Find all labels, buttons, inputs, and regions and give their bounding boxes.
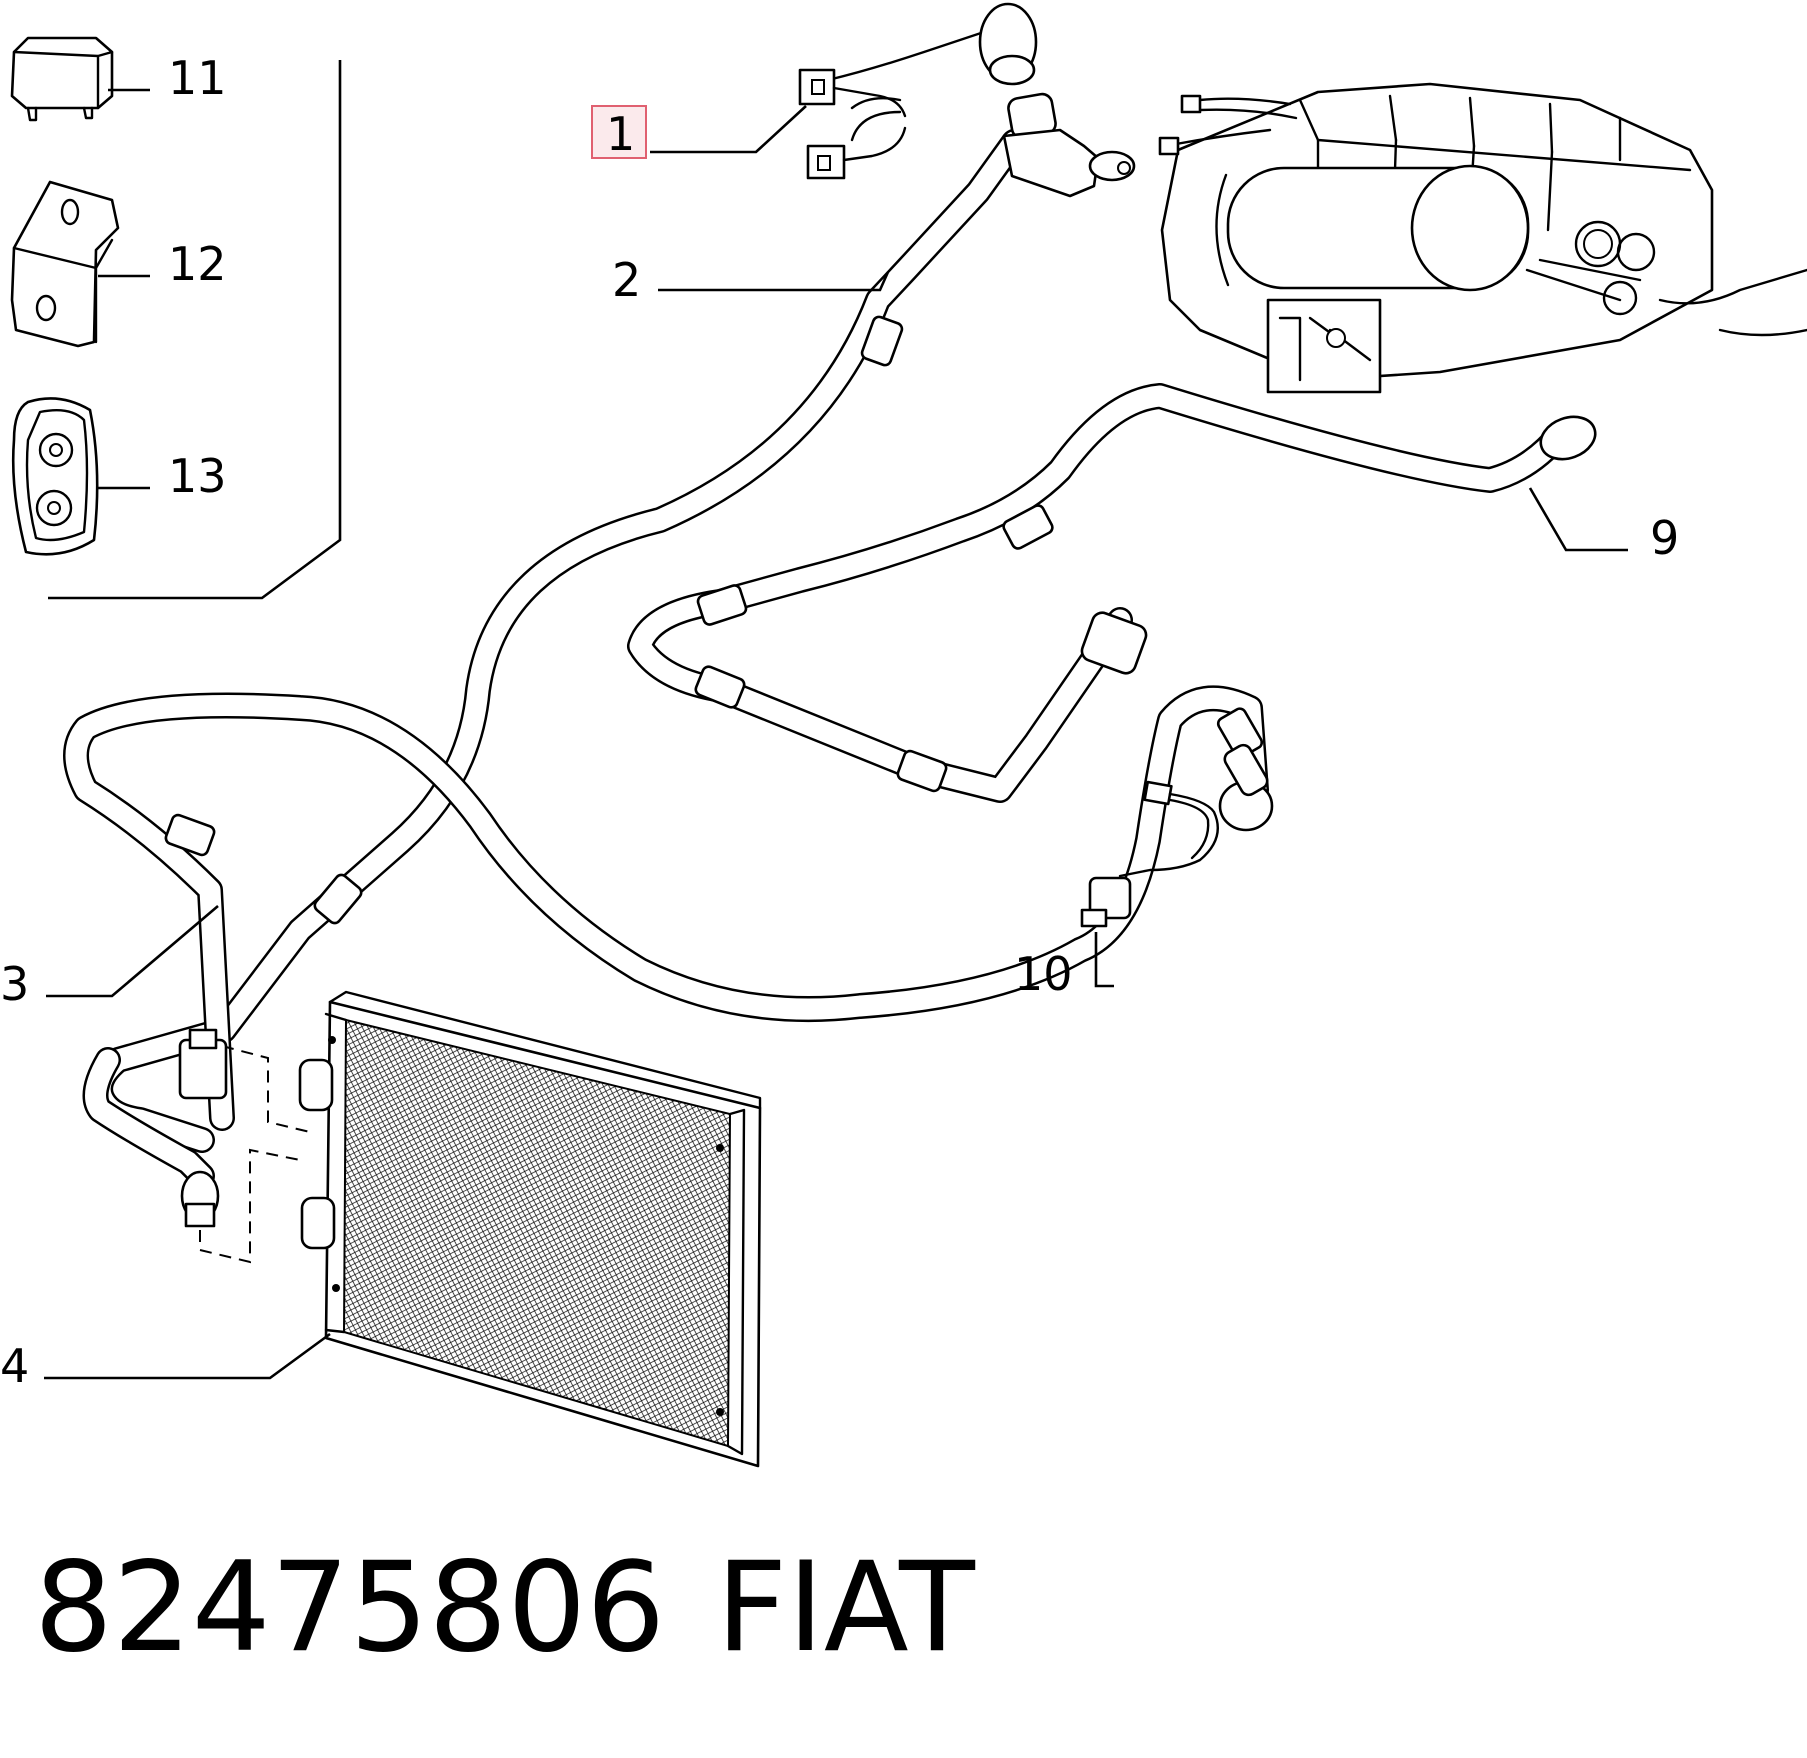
callout-12: 12 bbox=[168, 237, 227, 291]
callout-4: 4 bbox=[0, 1339, 29, 1393]
hoses bbox=[63, 129, 1573, 1189]
callout-1-highlight bbox=[591, 105, 647, 159]
relay-part-11 bbox=[10, 36, 114, 122]
hose-part-3 bbox=[63, 685, 1269, 1131]
fitting-hose-9 bbox=[1539, 415, 1597, 461]
callout-9: 9 bbox=[1650, 511, 1679, 565]
leaders bbox=[44, 105, 1628, 1380]
fittings-right bbox=[1080, 611, 1274, 832]
sensor-part-10 bbox=[1080, 780, 1219, 928]
bracket-part-12 bbox=[10, 180, 120, 348]
callout-11: 11 bbox=[168, 51, 227, 105]
brand-name: FIAT bbox=[716, 1536, 976, 1680]
callout-10: 10 bbox=[1014, 947, 1073, 1001]
condenser-part-4 bbox=[178, 990, 762, 1468]
evaporator-unit bbox=[1158, 82, 1807, 394]
inset-border bbox=[48, 60, 342, 600]
callout-13: 13 bbox=[168, 449, 227, 503]
pressure-switch-part-1 bbox=[798, 2, 1136, 198]
callout-1: 1 bbox=[606, 107, 635, 161]
part-number: 82475806 bbox=[34, 1536, 665, 1680]
grommet-part-13 bbox=[11, 397, 99, 556]
inset-panel: 11 12 13 bbox=[10, 36, 342, 600]
callout-3: 3 bbox=[0, 957, 29, 1011]
callout-2: 2 bbox=[612, 253, 641, 307]
